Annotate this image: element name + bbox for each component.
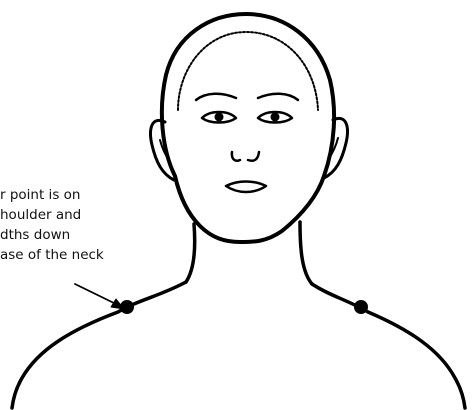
annotation-line-2: houlder and: [0, 205, 81, 225]
annotation-line-1: r point is on: [0, 185, 80, 205]
head-outline: [162, 14, 334, 242]
annotation-arrow-shaft: [75, 284, 118, 305]
right-shoulder-point: [354, 300, 368, 314]
annotation-line-4: ase of the neck: [0, 245, 104, 265]
left-iris: [215, 113, 223, 121]
annotation-line-3: dths down: [0, 225, 70, 245]
right-iris: [271, 113, 279, 121]
right-shoulder-line: [312, 284, 465, 408]
neck-right: [300, 222, 312, 284]
left-shoulder-point: [120, 300, 134, 314]
neck-left: [186, 224, 195, 282]
left-shoulder-line: [12, 282, 186, 408]
